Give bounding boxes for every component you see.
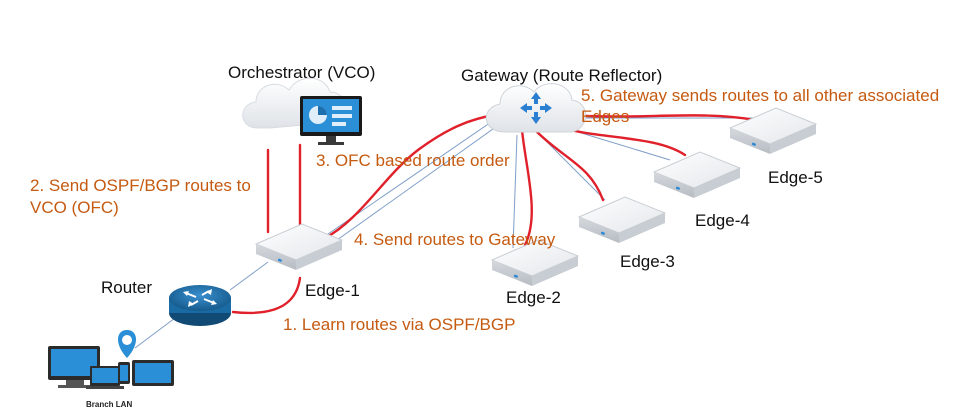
orchestrator-label: Orchestrator (VCO) xyxy=(228,63,376,82)
link-router-edge1 xyxy=(229,261,269,291)
branch-lan-devices-icon xyxy=(48,330,174,389)
step2-label-line2: VCO (OFC) xyxy=(30,198,119,217)
step1-label: 1. Learn routes via OSPF/BGP xyxy=(283,315,516,334)
route-router-edge1 xyxy=(231,276,302,315)
gateway-cloud-icon xyxy=(485,83,586,133)
edge2-label: Edge-2 xyxy=(506,288,561,307)
gateway-label: Gateway (Route Reflector) xyxy=(461,66,663,85)
router-label: Router xyxy=(101,278,153,297)
link-gateway-edge2 xyxy=(512,134,518,249)
gateway-node xyxy=(485,83,586,133)
orchestrator-node xyxy=(242,77,362,145)
link-edge1-gateway xyxy=(311,117,498,246)
edge-device-icon xyxy=(729,107,817,155)
step5-label-line2: Edges xyxy=(581,107,630,126)
router-node xyxy=(169,285,231,326)
route-gateway-edge2 xyxy=(520,128,533,247)
monitor-icon xyxy=(300,96,362,145)
step2-label-line1: 2. Send OSPF/BGP routes to xyxy=(30,176,251,195)
step3-label: 3. OFC based route order xyxy=(316,151,510,170)
branch-lan-label: Branch LAN xyxy=(86,400,133,409)
edge3-label: Edge-3 xyxy=(620,252,675,271)
route-gateway-edge3 xyxy=(533,128,605,202)
route-edge1-gateway xyxy=(323,113,499,240)
link-gateway-edge3 xyxy=(539,134,606,201)
edge-device-icon xyxy=(578,196,666,244)
edge5-device xyxy=(729,107,817,155)
edge1-label: Edge-1 xyxy=(305,281,360,300)
route-lines xyxy=(231,113,757,315)
step4-label: 4. Send routes to Gateway xyxy=(354,230,556,249)
router-icon xyxy=(169,285,231,326)
edge4-label: Edge-4 xyxy=(695,211,750,230)
edge5-label: Edge-5 xyxy=(768,168,823,187)
route-gateway-edge5 xyxy=(566,113,757,122)
step5-label-line1: 5. Gateway sends routes to all other ass… xyxy=(581,86,940,105)
link-edge1-gateway-2 xyxy=(336,123,501,241)
edge3-device xyxy=(578,196,666,244)
link-lan-router xyxy=(134,317,176,349)
location-pin-icon xyxy=(117,330,137,358)
